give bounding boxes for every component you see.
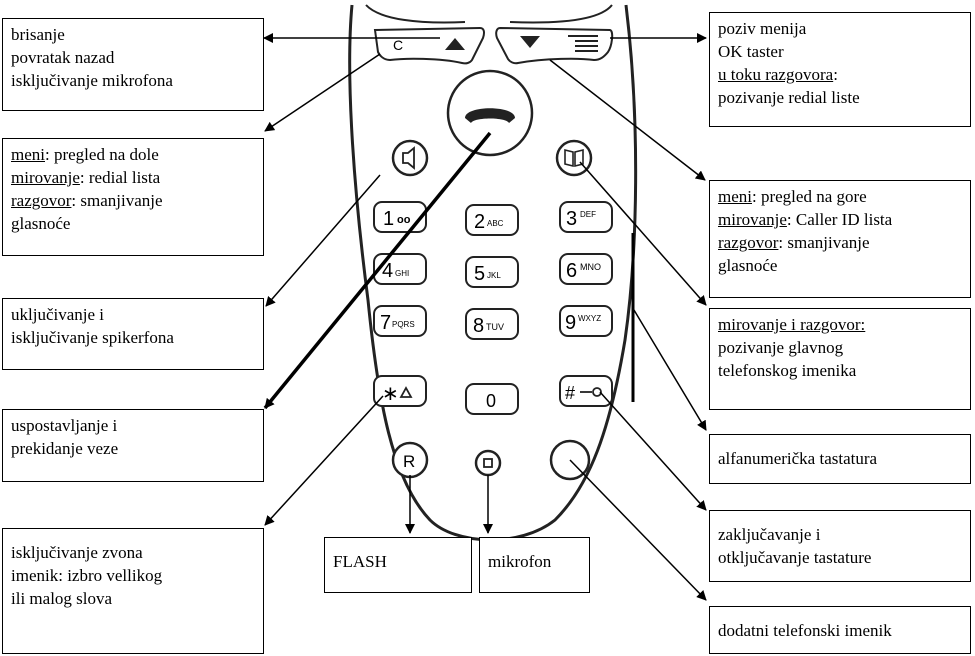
svg-text:JKL: JKL — [487, 271, 501, 280]
key-2[interactable]: 2 ABC — [465, 204, 519, 236]
callout-menu-up: meni: pregled na gore mirovanje: Caller … — [709, 180, 971, 298]
svg-text:WXYZ: WXYZ — [578, 314, 601, 323]
r-flash-key[interactable]: R — [391, 441, 429, 479]
callout-ringer: isključivanje zvona imenik: izbro vellik… — [2, 528, 264, 654]
speaker-key[interactable] — [391, 139, 429, 177]
svg-text:1: 1 — [383, 208, 394, 230]
callout-microphone: mikrofon — [479, 537, 590, 593]
pointer-menu-down — [264, 53, 381, 132]
callout-main-phonebook: mirovanje i razgovor: pozivanje glavnog … — [709, 308, 971, 410]
callout-menu-down: meni: pregled na dole mirovanje: redial … — [2, 138, 264, 256]
callout-speakerphone: uključivanje i isključivanje spikerfona — [2, 298, 264, 370]
pointer-speaker — [265, 174, 381, 307]
pointer-ringer — [264, 395, 384, 526]
speaker-icon — [402, 146, 415, 170]
key-9[interactable]: 9 WXYZ — [559, 305, 613, 337]
callout-extra-phonebook: dodatni telefonski imenik — [709, 606, 971, 654]
keypad: 1 oo 2 ABC 3 DEF 4 GHI 5 JKL — [373, 201, 613, 415]
key-4[interactable]: 4 GHI — [373, 253, 427, 285]
key-5[interactable]: 5 JKL — [465, 256, 519, 288]
pointer-connect — [263, 131, 492, 410]
key-1[interactable]: 1 oo — [373, 201, 427, 233]
menu-list-icon — [568, 35, 598, 52]
c-back-key[interactable]: C — [373, 26, 485, 65]
svg-text:2: 2 — [474, 211, 485, 233]
svg-text:MNO: MNO — [580, 262, 601, 272]
key-8[interactable]: 8 TUV — [465, 308, 519, 340]
key-7[interactable]: 7 PQRS — [373, 305, 427, 337]
callout-alphanumeric: alfanumerička tastatura — [709, 434, 971, 484]
svg-text:GHI: GHI — [395, 269, 409, 278]
pointer-extra — [569, 459, 707, 601]
pointer-alnum — [633, 309, 707, 431]
svg-text:9: 9 — [565, 312, 576, 334]
svg-text:TUV: TUV — [486, 322, 504, 332]
svg-text:3: 3 — [566, 208, 577, 230]
svg-text:0: 0 — [486, 391, 496, 411]
menu-ok-key[interactable] — [495, 26, 614, 65]
key-3[interactable]: 3 DEF — [559, 201, 613, 233]
svg-text:PQRS: PQRS — [392, 320, 415, 329]
handset-icon — [465, 108, 515, 123]
svg-text:4: 4 — [382, 260, 393, 282]
pointer-phonebook — [579, 161, 707, 306]
svg-text:8: 8 — [473, 315, 484, 337]
key-hash[interactable]: # — [559, 375, 613, 407]
svg-text:DEF: DEF — [580, 210, 596, 219]
key-0[interactable]: 0 — [465, 383, 519, 415]
callout-flash: FLASH — [324, 537, 472, 593]
svg-text:oo: oo — [397, 214, 411, 226]
phone-top-curve-left — [365, 4, 466, 24]
microphone-hole — [474, 449, 502, 477]
svg-text:#: # — [565, 383, 575, 403]
pointer-lock — [599, 391, 707, 511]
c-key-label: C — [393, 37, 403, 53]
bell-icon — [399, 386, 413, 398]
svg-text:6: 6 — [566, 260, 577, 282]
pointer-lines — [263, 33, 707, 601]
svg-text:∗: ∗ — [382, 383, 399, 405]
book-icon — [564, 148, 584, 168]
svg-text:ABC: ABC — [487, 219, 504, 228]
phonebook-key[interactable] — [555, 139, 593, 177]
pointer-menu-up — [549, 59, 706, 181]
up-arrow-icon — [445, 38, 465, 50]
key-star[interactable]: ∗ — [373, 375, 427, 407]
phone-top-curve-right — [509, 4, 613, 24]
callout-c-key: brisanje povratak nazad isključivanje mi… — [2, 18, 264, 111]
svg-text:5: 5 — [474, 263, 485, 285]
r-key-label: R — [403, 452, 415, 471]
hook-key[interactable] — [446, 69, 534, 157]
key-6[interactable]: 6 MNO — [559, 253, 613, 285]
callout-menu-ok: poziv menija OK taster u toku razgovora:… — [709, 12, 971, 127]
callout-keylock: zaključavanje i otključavanje tastature — [709, 510, 971, 582]
svg-text:7: 7 — [380, 312, 391, 334]
down-arrow-icon — [520, 36, 540, 48]
callout-connect: uspostavljanje i prekidanje veze — [2, 409, 264, 482]
